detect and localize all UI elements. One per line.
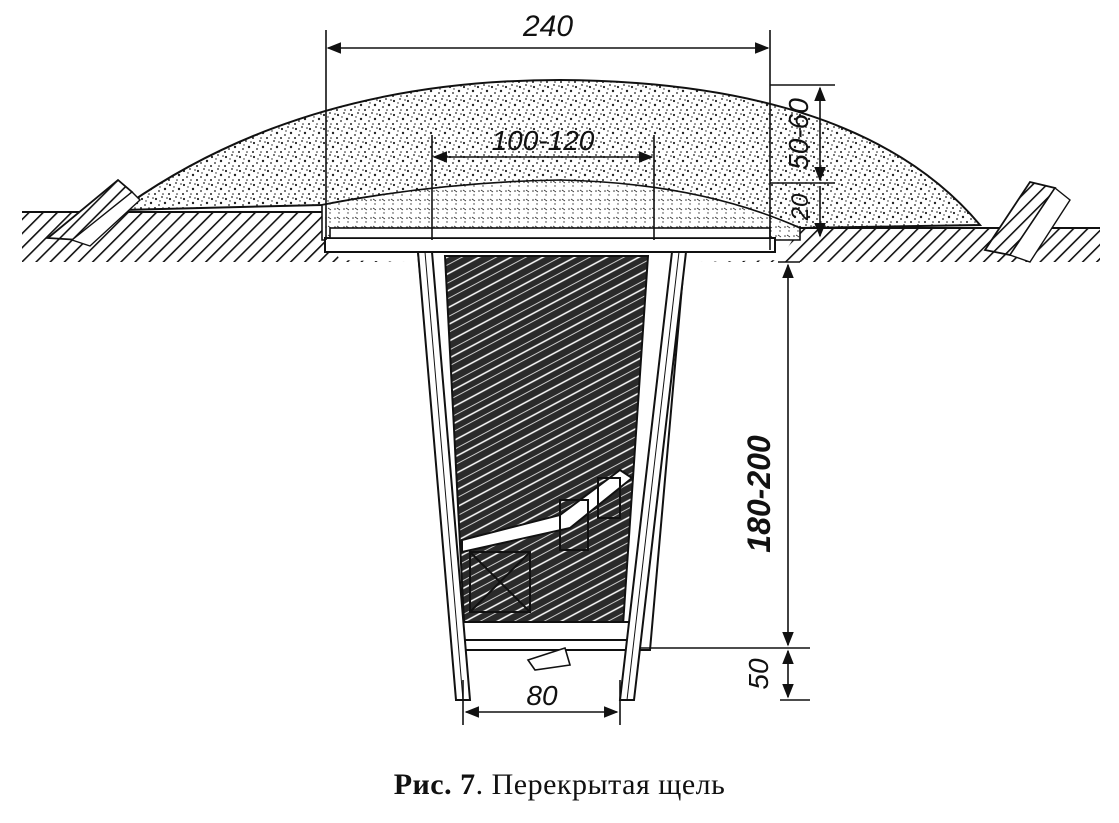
- bench: [461, 468, 634, 613]
- roof-slab: [324, 237, 776, 253]
- floor-boards: [461, 621, 631, 641]
- dim-top-width: 240: [522, 10, 573, 43]
- dimension-lines: [325, 30, 835, 725]
- dim-depth: 180-200: [741, 435, 777, 553]
- dim-bottom-width: 80: [526, 680, 558, 711]
- right-post: [618, 251, 688, 701]
- dim-earth-cover: 50-60: [783, 98, 814, 170]
- left-post: [416, 251, 472, 701]
- interior-boards: [443, 255, 650, 641]
- caption-label: Рис. 7: [393, 768, 476, 801]
- caption-separator: .: [475, 768, 492, 801]
- inner-earth-layer: [321, 179, 801, 241]
- dim-inner-layer: 20: [787, 193, 814, 221]
- left-embankment: [45, 178, 142, 247]
- roof-beam: [329, 227, 771, 239]
- drain-block: [526, 646, 572, 671]
- dim-bottom-depth: 50: [743, 658, 774, 690]
- right-embankment: [983, 180, 1071, 263]
- figure-caption: Рис. 7. Перекрытая щель: [0, 768, 1119, 802]
- dim-inner-width: 100-120: [492, 125, 595, 156]
- caption-title: Перекрытая щель: [491, 768, 726, 801]
- trench-cross-section-diagram: 240 100-120 50-60 20 180-200 50 80: [22, 10, 1100, 725]
